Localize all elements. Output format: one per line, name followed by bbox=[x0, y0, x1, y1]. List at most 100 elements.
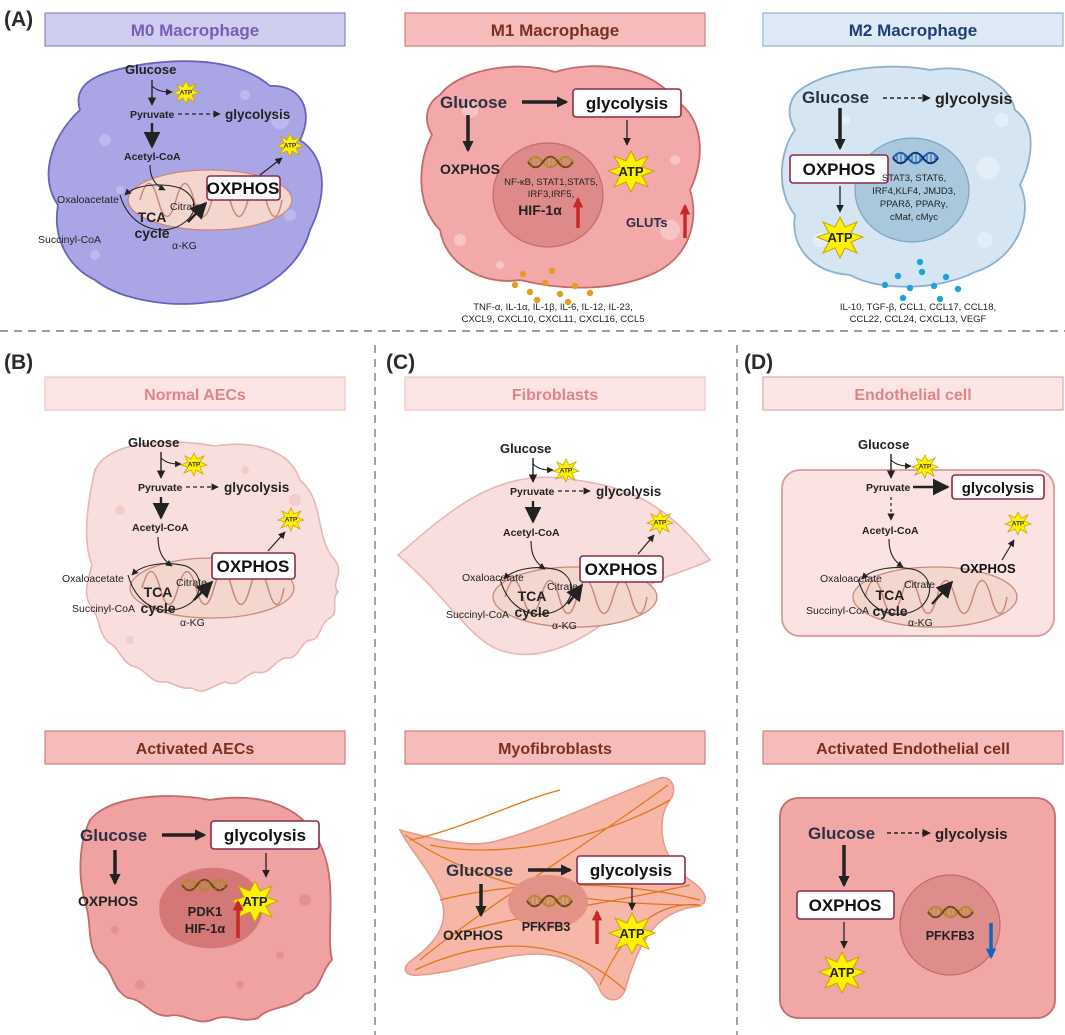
m2-cytokine-dots bbox=[881, 258, 962, 303]
m1-gluts: GLUTs bbox=[626, 215, 668, 230]
m0-citrate: Citrate bbox=[170, 201, 201, 213]
panel-label-d: (D) bbox=[744, 351, 773, 374]
svg-text:CCL22, CCL24, CXCL13, VEGF: CCL22, CCL24, CXCL13, VEGF bbox=[850, 314, 987, 325]
svg-text:Normal AECs: Normal AECs bbox=[144, 387, 246, 404]
title-normal-aecs: Normal AECs bbox=[44, 376, 346, 411]
svg-text:glycolysis: glycolysis bbox=[596, 484, 661, 499]
svg-text:M2 Macrophage: M2 Macrophage bbox=[849, 21, 977, 40]
svg-text:ATP: ATP bbox=[919, 464, 932, 471]
svg-text:HIF-1α: HIF-1α bbox=[185, 921, 226, 936]
m1-glucose: Glucose bbox=[440, 93, 507, 112]
svg-text:ATP: ATP bbox=[180, 90, 193, 97]
svg-text:ATP: ATP bbox=[1012, 521, 1025, 528]
svg-text:Pyruvate: Pyruvate bbox=[138, 482, 183, 494]
svg-text:Pyruvate: Pyruvate bbox=[510, 486, 555, 498]
m1-pathway: Glucose glycolysis OXPHOS ATP NF-κB, STA… bbox=[440, 88, 691, 325]
svg-text:Succinyl-CoA: Succinyl-CoA bbox=[446, 609, 509, 621]
m0-oxphos: OXPHOS bbox=[207, 179, 280, 198]
svg-text:α-KG: α-KG bbox=[552, 620, 577, 632]
svg-text:glycolysis: glycolysis bbox=[590, 861, 672, 880]
svg-text:M1 Macrophage: M1 Macrophage bbox=[491, 21, 619, 40]
svg-text:TNF-α, IL-1α, IL-1β, IL-6, IL-: TNF-α, IL-1α, IL-1β, IL-6, IL-12, IL-23, bbox=[473, 302, 633, 313]
svg-text:TCA: TCA bbox=[144, 584, 173, 600]
m1-oxphos: OXPHOS bbox=[440, 161, 500, 177]
svg-text:OXPHOS: OXPHOS bbox=[443, 927, 503, 943]
svg-text:Citrate: Citrate bbox=[176, 577, 207, 589]
m0-acetyl-coa: Acetyl-CoA bbox=[124, 151, 181, 163]
svg-text:Oxaloacetate: Oxaloacetate bbox=[462, 572, 524, 584]
panel-label-c: (C) bbox=[386, 351, 415, 374]
svg-text:Acetyl-CoA: Acetyl-CoA bbox=[503, 527, 560, 539]
svg-text:OXPHOS: OXPHOS bbox=[217, 557, 290, 576]
m0-pathway: Glucose ATP Pyruvate glycolysis Acetyl-C… bbox=[38, 62, 304, 252]
svg-text:ATP: ATP bbox=[560, 468, 573, 475]
naec-glucose: Glucose bbox=[128, 435, 179, 450]
svg-text:IRF3,IRF5,: IRF3,IRF5, bbox=[528, 189, 574, 200]
m0-akg: α-KG bbox=[172, 240, 197, 252]
svg-text:OXPHOS: OXPHOS bbox=[809, 896, 882, 915]
svg-text:cycle: cycle bbox=[872, 603, 907, 619]
svg-text:ATP: ATP bbox=[284, 143, 297, 150]
svg-text:Acetyl-CoA: Acetyl-CoA bbox=[132, 522, 189, 534]
m0-oxaloacetate: Oxaloacetate bbox=[57, 194, 119, 206]
svg-text:Glucose: Glucose bbox=[808, 824, 875, 843]
svg-text:glycolysis: glycolysis bbox=[935, 826, 1008, 843]
svg-text:Succinyl-CoA: Succinyl-CoA bbox=[806, 605, 869, 617]
svg-text:PFKFB3: PFKFB3 bbox=[926, 929, 975, 943]
svg-text:cycle: cycle bbox=[140, 600, 175, 616]
panel-label-b: (B) bbox=[4, 351, 33, 374]
panel-label-a: (A) bbox=[4, 8, 33, 31]
svg-text:Pyruvate: Pyruvate bbox=[866, 482, 911, 494]
svg-text:Citrate: Citrate bbox=[547, 581, 578, 593]
svg-text:Glucose: Glucose bbox=[858, 437, 909, 452]
svg-text:cycle: cycle bbox=[134, 225, 169, 241]
m0-glycolysis: glycolysis bbox=[225, 107, 290, 122]
m2-glycolysis: glycolysis bbox=[935, 91, 1012, 108]
activated-aec-pathway: Glucose glycolysis OXPHOS ATP PDK1 HIF-1… bbox=[78, 820, 320, 938]
svg-text:Endothelial cell: Endothelial cell bbox=[854, 387, 971, 404]
svg-text:ATP: ATP bbox=[827, 230, 852, 245]
normal-aec-pathway: Glucose ATP Pyruvate glycolysis Acetyl-C… bbox=[62, 435, 305, 629]
m2-pathway: Glucose glycolysis OXPHOS ATP STAT3, STA… bbox=[789, 88, 1012, 325]
m0-pyruvate: Pyruvate bbox=[130, 109, 175, 121]
svg-text:STAT3, STAT6,: STAT3, STAT6, bbox=[882, 173, 946, 184]
svg-text:ATP: ATP bbox=[829, 965, 854, 980]
svg-text:Glucose: Glucose bbox=[80, 826, 147, 845]
m2-glucose: Glucose bbox=[802, 88, 869, 107]
svg-text:PPARδ, PPARγ,: PPARδ, PPARγ, bbox=[880, 199, 948, 210]
svg-text:Myofibroblasts: Myofibroblasts bbox=[498, 741, 612, 758]
title-activated-aecs: Activated AECs bbox=[44, 730, 346, 765]
fibroblast-cell bbox=[396, 476, 712, 656]
title-m0: M0 Macrophage bbox=[44, 12, 346, 47]
svg-text:OXPHOS: OXPHOS bbox=[585, 560, 658, 579]
svg-text:ATP: ATP bbox=[618, 164, 643, 179]
fibroblast-pathway: Glucose ATP Pyruvate glycolysis Acetyl-C… bbox=[446, 441, 674, 632]
svg-text:cycle: cycle bbox=[514, 604, 549, 620]
svg-text:Citrate: Citrate bbox=[904, 579, 935, 591]
svg-text:PDK1: PDK1 bbox=[188, 904, 223, 919]
svg-text:α-KG: α-KG bbox=[180, 617, 205, 629]
title-endothelial: Endothelial cell bbox=[762, 376, 1064, 411]
svg-text:CXCL9, CXCL10, CXCL11, CXCL16,: CXCL9, CXCL10, CXCL11, CXCL16, CCL5 bbox=[461, 314, 644, 325]
svg-text:Succinyl-CoA: Succinyl-CoA bbox=[72, 603, 135, 615]
title-myofibroblasts: Myofibroblasts bbox=[404, 730, 706, 765]
svg-text:ATP: ATP bbox=[242, 894, 267, 909]
svg-text:ATP: ATP bbox=[285, 517, 298, 524]
svg-text:ATP: ATP bbox=[188, 462, 201, 469]
svg-text:PFKFB3: PFKFB3 bbox=[522, 920, 571, 934]
svg-text:TCA: TCA bbox=[138, 209, 167, 225]
m1-hif: HIF-1α bbox=[518, 202, 562, 218]
m1-cell bbox=[420, 65, 701, 289]
myofibroblast-cell bbox=[398, 776, 706, 1001]
svg-text:ATP: ATP bbox=[619, 926, 644, 941]
svg-text:TCA: TCA bbox=[518, 588, 547, 604]
m0-glucose: Glucose bbox=[125, 62, 176, 77]
m1-glycolysis: glycolysis bbox=[586, 94, 668, 113]
svg-text:Oxaloacetate: Oxaloacetate bbox=[62, 573, 124, 585]
m0-succinyl-coa: Succinyl-CoA bbox=[38, 234, 101, 246]
svg-text:OXPHOS: OXPHOS bbox=[78, 893, 138, 909]
svg-text:α-KG: α-KG bbox=[908, 617, 933, 629]
svg-text:M0 Macrophage: M0 Macrophage bbox=[131, 21, 259, 40]
